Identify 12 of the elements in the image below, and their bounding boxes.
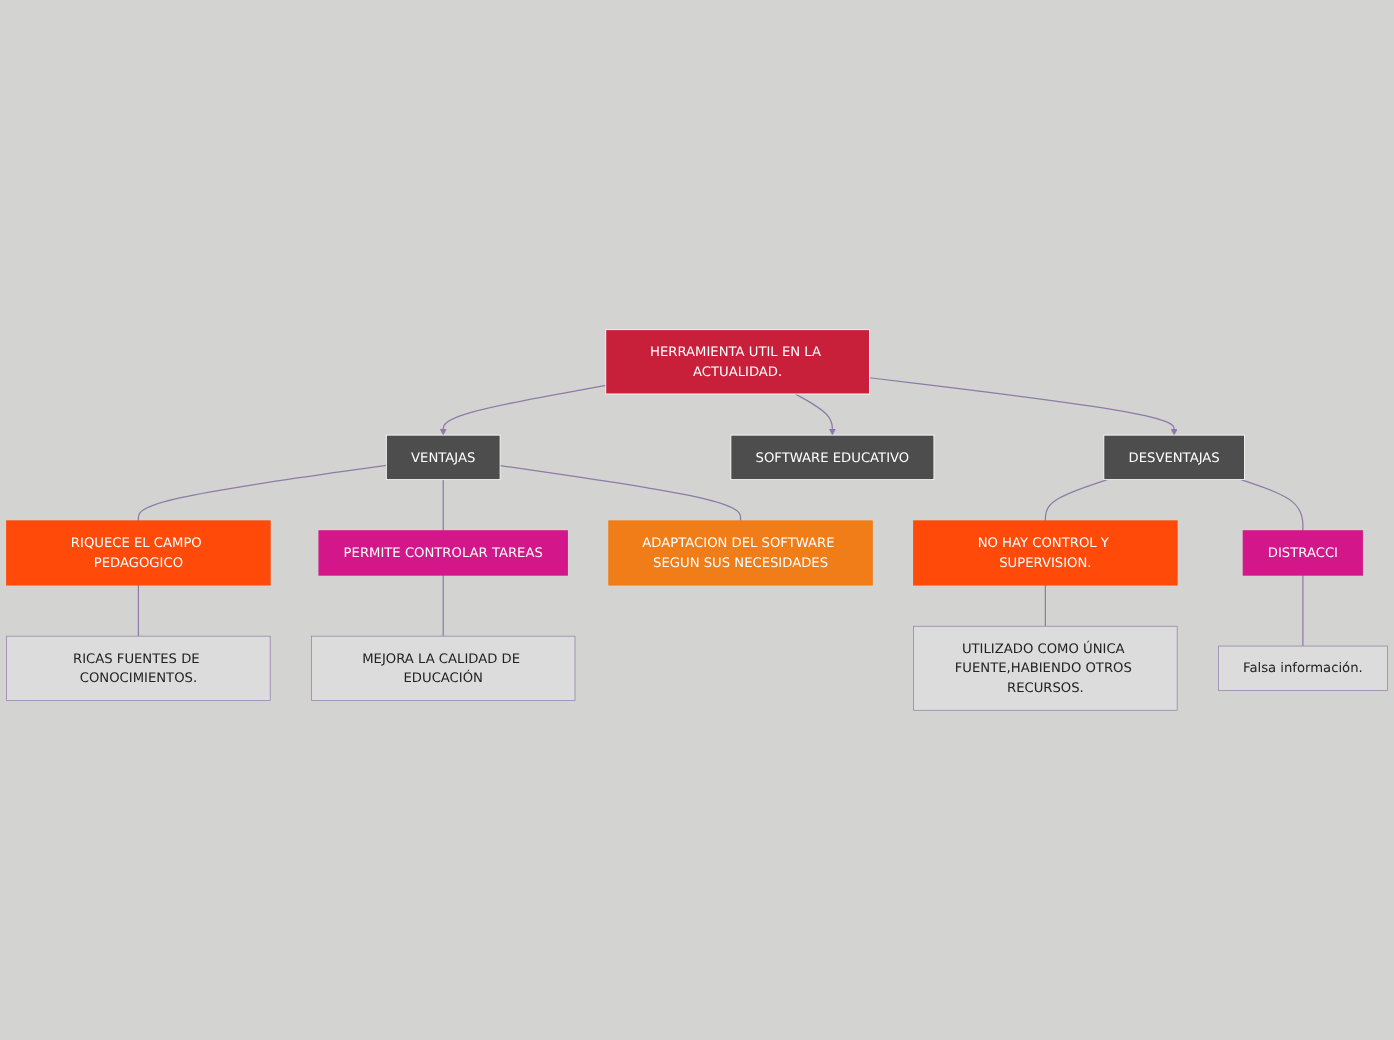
connector — [499, 464, 742, 522]
connector — [1240, 479, 1304, 532]
connector — [137, 584, 139, 637]
connector — [1044, 584, 1046, 627]
arrow — [794, 393, 836, 436]
connector — [442, 479, 444, 532]
arrow — [868, 377, 1178, 436]
connector — [137, 464, 387, 522]
connector — [1302, 574, 1304, 647]
arrow — [439, 384, 607, 436]
connector — [442, 574, 444, 637]
connector — [1044, 479, 1108, 522]
